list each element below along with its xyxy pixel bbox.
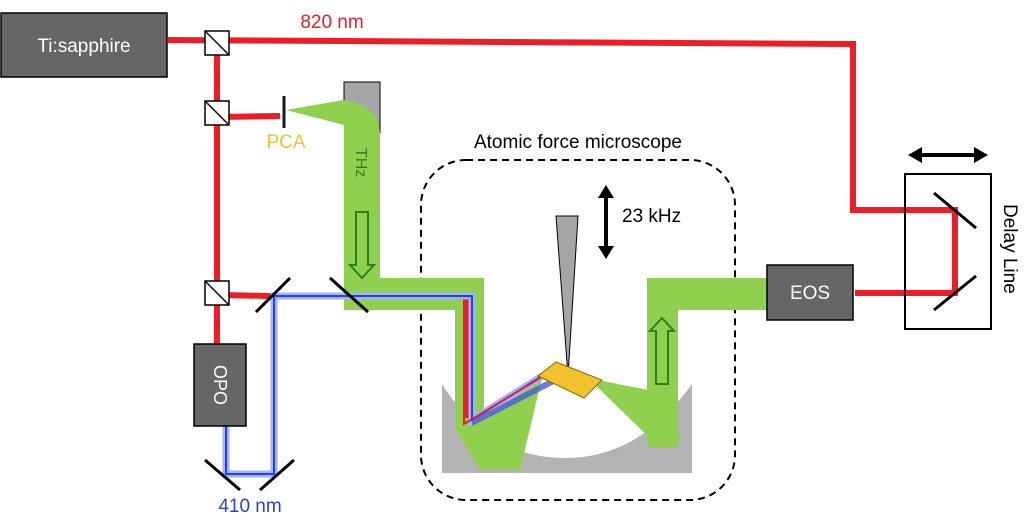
- afm-label: Atomic force microscope: [474, 132, 682, 153]
- beam-410-label: 410 nm: [218, 496, 281, 517]
- delay-line-arrow: [908, 147, 988, 163]
- beam-splitters: [204, 30, 230, 306]
- eos-label: EOS: [790, 283, 830, 304]
- focus-cone: [472, 373, 566, 426]
- ti-sapphire-box: [0, 12, 168, 78]
- eos-box: [766, 264, 854, 321]
- delay-line-label: Delay Line: [999, 204, 1020, 294]
- oscillation-arrow: [598, 185, 614, 259]
- beam-820-label: 820 nm: [300, 12, 363, 33]
- sample: [537, 361, 603, 399]
- opo-label: OPO: [210, 365, 230, 405]
- ti-sapphire-label: Ti:sapphire: [37, 36, 130, 57]
- opo-box: [193, 343, 247, 427]
- thz-label: THz: [352, 148, 369, 177]
- thz-arrow-down: [347, 211, 377, 280]
- frequency-label: 23 kHz: [622, 206, 681, 227]
- delay-line-box: [904, 173, 992, 330]
- thz-arrow-up: [647, 316, 677, 385]
- afm-tip: [555, 215, 579, 377]
- pca-label: PCA: [266, 132, 305, 153]
- afm-enclosure: [420, 159, 736, 501]
- mirrors: [204, 191, 977, 492]
